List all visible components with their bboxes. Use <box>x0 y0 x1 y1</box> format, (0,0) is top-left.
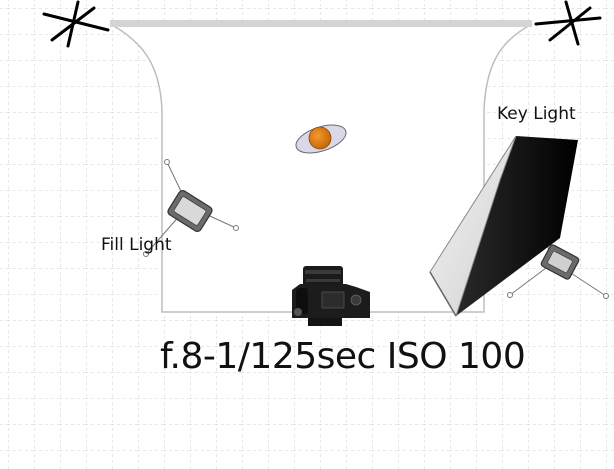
c-stand-right-icon <box>534 0 602 46</box>
backdrop-sweep-icon <box>109 20 533 313</box>
key-light-label: Key Light <box>497 104 576 124</box>
key-light-softbox-icon <box>429 135 609 318</box>
c-stand-left-icon <box>42 0 110 48</box>
fill-light-label: Fill Light <box>101 235 172 255</box>
camera-settings-caption: f.8-1/125sec ISO 100 <box>160 336 526 377</box>
subject-head-icon <box>295 124 347 154</box>
fill-light-strobe-icon <box>143 159 239 257</box>
dslr-camera-icon <box>292 266 370 326</box>
